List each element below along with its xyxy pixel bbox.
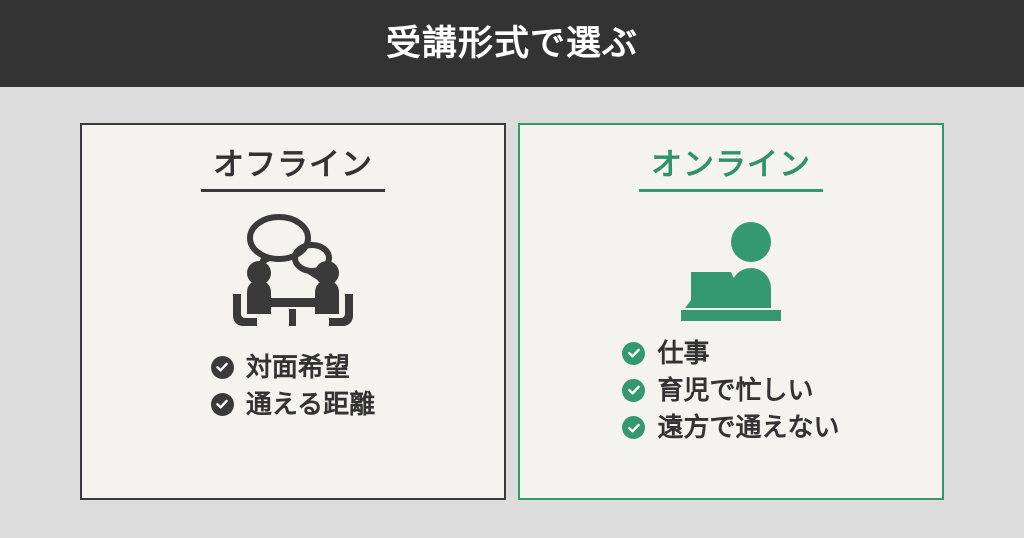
person-at-laptop-icon <box>667 210 795 330</box>
two-people-talking-at-table-icon <box>223 210 363 330</box>
header-band: 受講形式で選ぶ <box>0 0 1024 87</box>
card-offline-title-underline <box>201 188 385 192</box>
check-circle-icon <box>210 392 234 416</box>
card-offline-list: 対面希望 通える距離 <box>210 351 376 426</box>
list-item-label: 仕事 <box>657 337 710 368</box>
card-online-title: オンライン <box>651 147 811 182</box>
check-circle-icon <box>210 355 234 379</box>
list-item: 遠方で通えない <box>622 412 840 443</box>
card-online-list: 仕事 育児で忙しい 遠方で通えない <box>622 337 840 450</box>
card-online-title-underline <box>639 188 823 192</box>
list-item-label: 対面希望 <box>245 351 350 382</box>
card-online[interactable]: オンライン <box>518 123 944 500</box>
check-circle-icon <box>622 416 646 440</box>
list-item: 通える距離 <box>210 388 376 420</box>
card-online-heading: オンライン <box>639 147 823 192</box>
check-circle-icon <box>622 341 646 365</box>
list-item: 育児で忙しい <box>622 374 814 406</box>
cards-container: オフライン <box>0 87 1024 538</box>
list-item-label: 遠方で通えない <box>657 412 840 443</box>
card-offline-heading: オフライン <box>201 147 385 192</box>
card-offline[interactable]: オフライン <box>80 123 506 500</box>
list-item-label: 育児で忙しい <box>657 374 814 405</box>
list-item: 対面希望 <box>210 351 350 383</box>
card-offline-title: オフライン <box>213 147 373 182</box>
page-title: 受講形式で選ぶ <box>385 24 638 63</box>
check-circle-icon <box>622 378 646 402</box>
list-item-label: 通える距離 <box>245 388 376 419</box>
list-item: 仕事 <box>622 337 710 369</box>
